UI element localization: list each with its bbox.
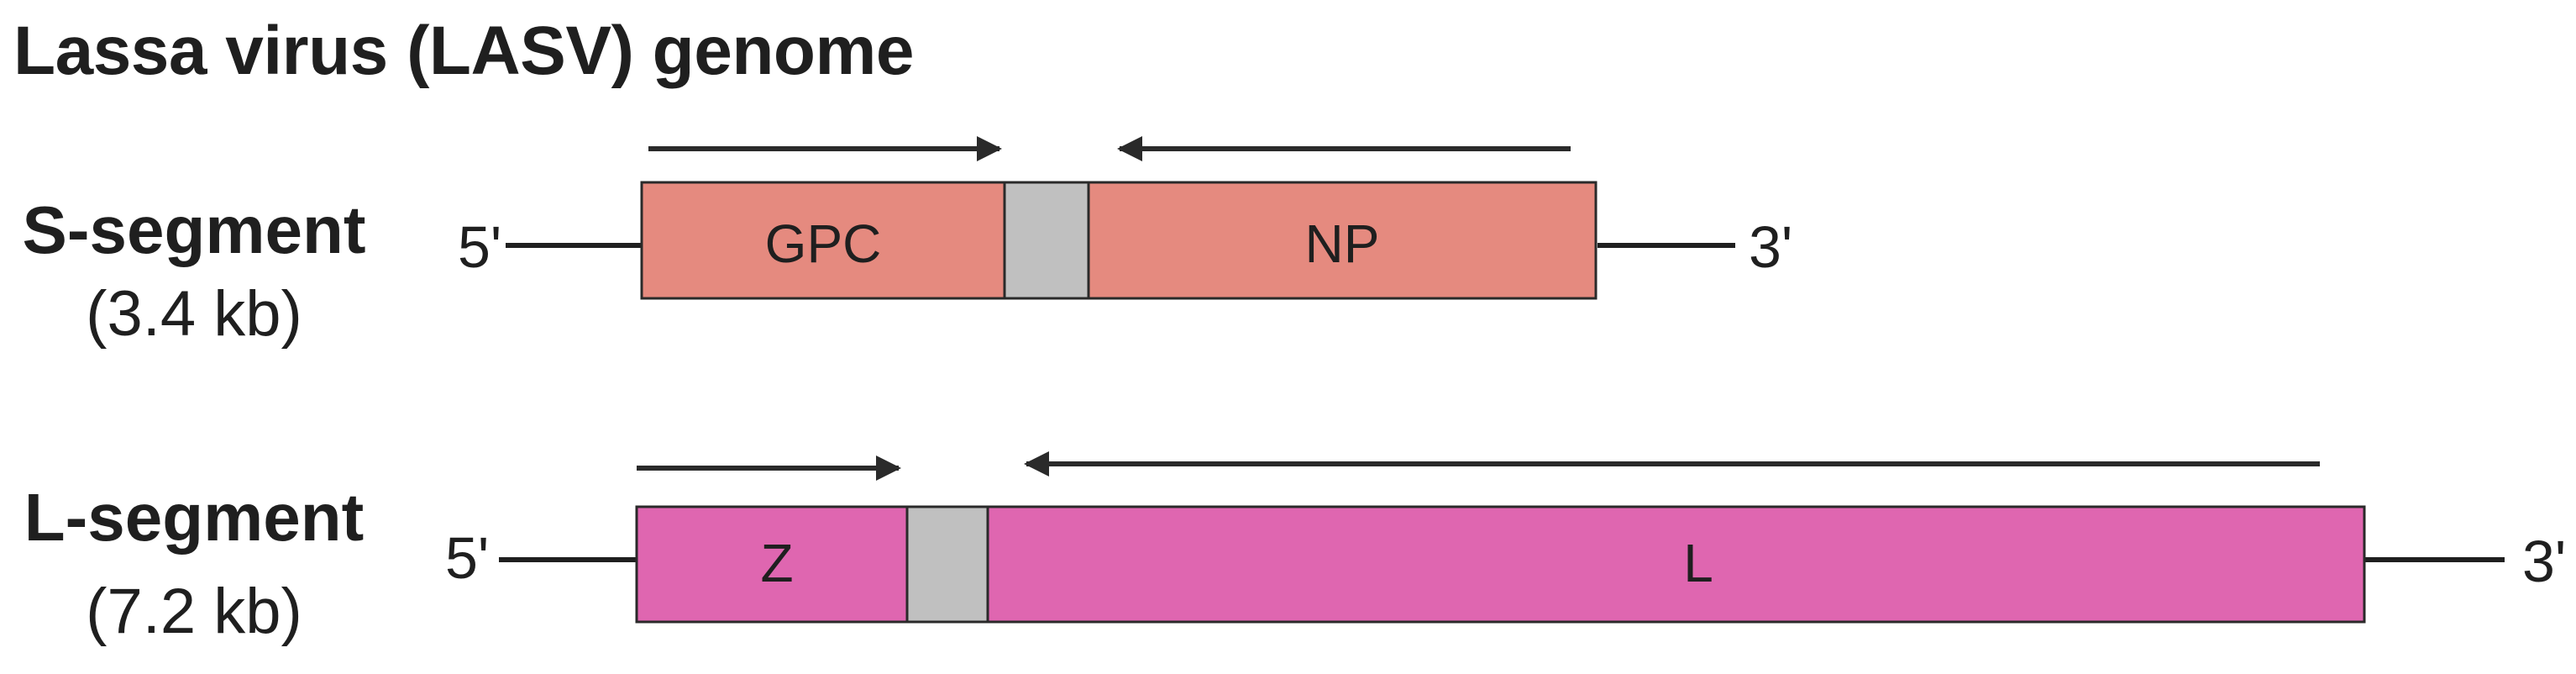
l-segment-3prime-label: 3' [2522,529,2566,594]
z-gene-box [635,505,909,624]
s-segment-5prime-label: 5' [458,214,501,280]
l-gene-label: L [1683,533,1713,593]
l-segment-name: L-segment [24,480,365,555]
gpc-gene-label: GPC [765,213,882,274]
l-segment-5prime-label: 5' [445,525,489,591]
s-segment-name: S-segment [22,192,366,267]
np-gene-label: NP [1305,213,1380,274]
s-segment-3prime-label: 3' [1749,214,1792,280]
diagram-title: Lassa virus (LASV) genome [13,13,915,89]
gpc-gene-box [640,181,1006,300]
np-gene-box [1087,181,1598,300]
s-segment-size: (3.4 kb) [86,278,302,350]
l-segment-size: (7.2 kb) [86,576,302,647]
l-segment: 5' 3' Z L [445,451,2566,624]
l-gene-box [986,505,2366,624]
s-segment: 5' 3' GPC NP [458,136,1792,300]
l-intergenic-region [905,505,989,624]
s-intergenic-region [1003,181,1090,300]
z-gene-label: Z [760,533,793,593]
